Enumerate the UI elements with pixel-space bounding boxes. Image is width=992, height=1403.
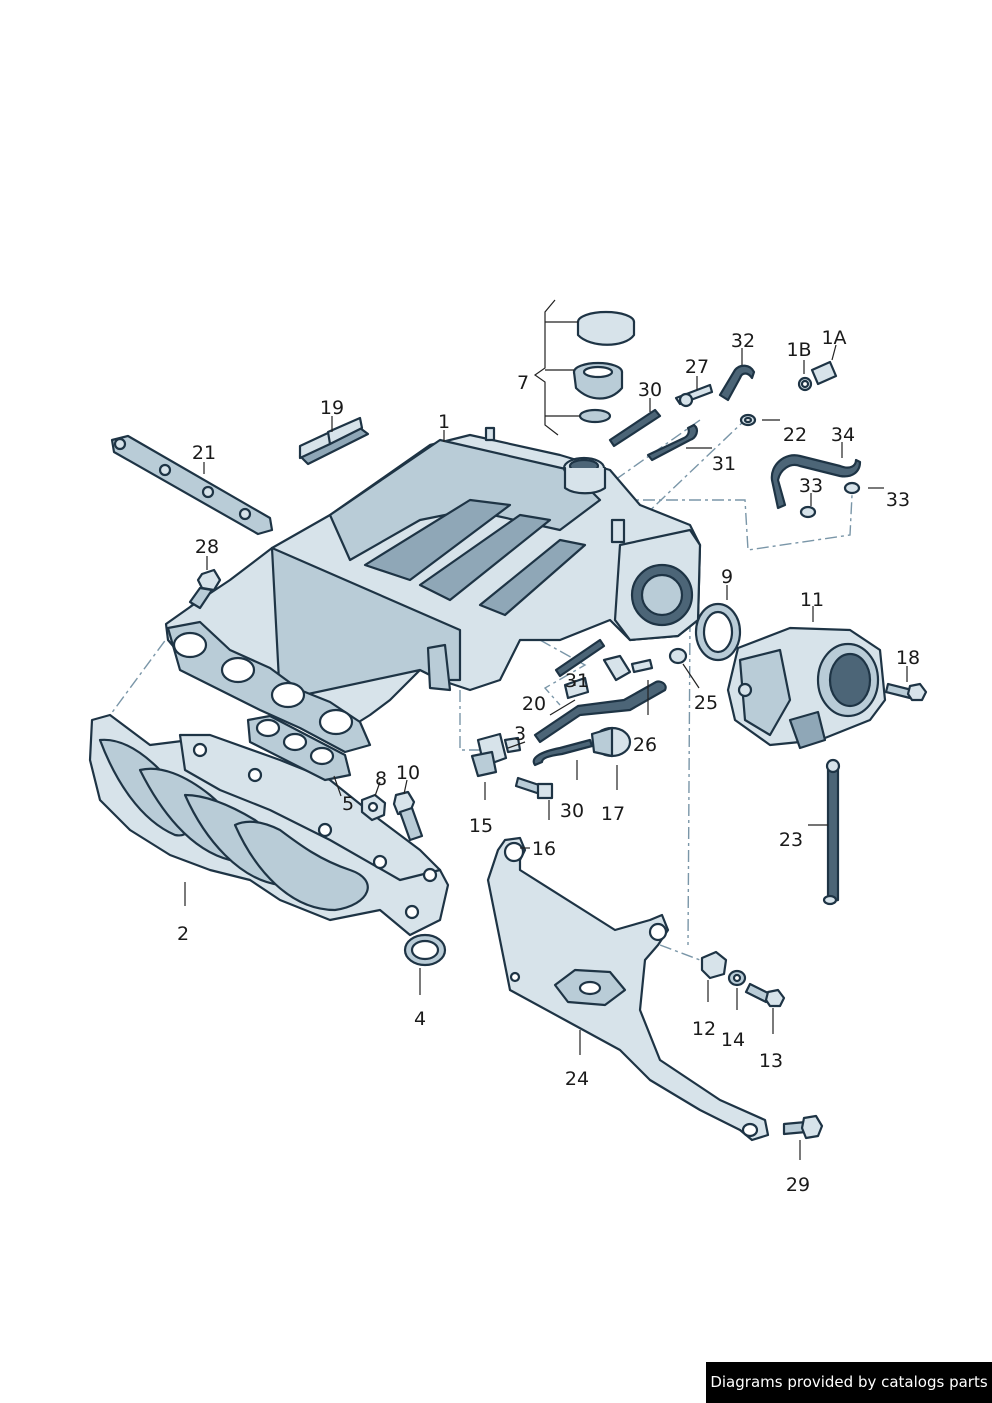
callout-19: 19 [320,397,344,419]
intake-manifold [164,426,702,754]
callout-12: 12 [692,1018,716,1040]
callout-33-right: 33 [886,489,910,511]
callout-31-lower: 31 [565,670,589,692]
hose-fittings [533,638,688,744]
callout-21: 21 [192,442,216,464]
callout-34: 34 [831,424,855,446]
callout-1b: 1B [786,339,811,361]
callout-9: 9 [721,566,733,588]
callout-28: 28 [195,536,219,558]
callout-1a: 1A [821,327,846,349]
callout-11: 11 [800,589,824,611]
hose-connector [797,360,838,392]
support-bracket [486,836,770,1142]
callout-30-upper: 30 [638,379,662,401]
callout-30-lower: 30 [560,800,584,822]
sealing-ring [403,933,447,967]
callout-17: 17 [601,803,625,825]
callout-7: 7 [517,372,529,394]
solenoid-valve [470,732,522,778]
callout-20: 20 [522,693,546,715]
throttle-body [726,626,887,750]
callout-23: 23 [779,829,803,851]
bracket-fasteners [700,950,786,1008]
callout-18: 18 [896,647,920,669]
callout-labels: 1 1A 1B 2 3 4 5 7 8 9 10 11 12 13 14 15 … [177,327,920,1196]
stud-bolt [392,790,424,842]
callout-5: 5 [342,793,354,815]
clip [563,676,590,700]
earth-strap [822,758,841,906]
manifold-bolt [188,568,222,610]
callout-14: 14 [721,1029,745,1051]
callout-29: 29 [786,1174,810,1196]
bracket-bolt [782,1114,824,1140]
callout-10: 10 [396,762,420,784]
breather-hose [770,454,862,519]
throttle-bolt [884,682,928,702]
manifold-gasket [246,714,352,782]
callout-26: 26 [633,734,657,756]
callout-22: 22 [783,424,807,446]
callout-32: 32 [731,330,755,352]
callout-1: 1 [438,411,450,433]
callout-24: 24 [565,1068,589,1090]
callout-13: 13 [759,1050,783,1072]
credit-banner: Diagrams provided by catalogs parts [706,1362,992,1403]
callout-8: 8 [375,768,387,790]
spacer-block [298,416,370,466]
exhaust-manifold [88,713,450,937]
hose-set-upper [608,364,757,462]
throttle-seal [694,602,742,662]
vacuum-unit [532,726,632,767]
callout-25: 25 [694,692,718,714]
callout-31-upper: 31 [712,453,736,475]
callout-27: 27 [685,356,709,378]
callout-4: 4 [414,1008,426,1030]
callout-3: 3 [514,723,526,745]
screw-lower [514,776,554,800]
callout-16: 16 [532,838,556,860]
fuel-rail [110,434,274,536]
callout-2: 2 [177,923,189,945]
callout-33-left: 33 [799,475,823,497]
callout-15: 15 [469,815,493,837]
filler-cap-assembly [572,310,636,424]
leader-lines [184,299,908,1160]
